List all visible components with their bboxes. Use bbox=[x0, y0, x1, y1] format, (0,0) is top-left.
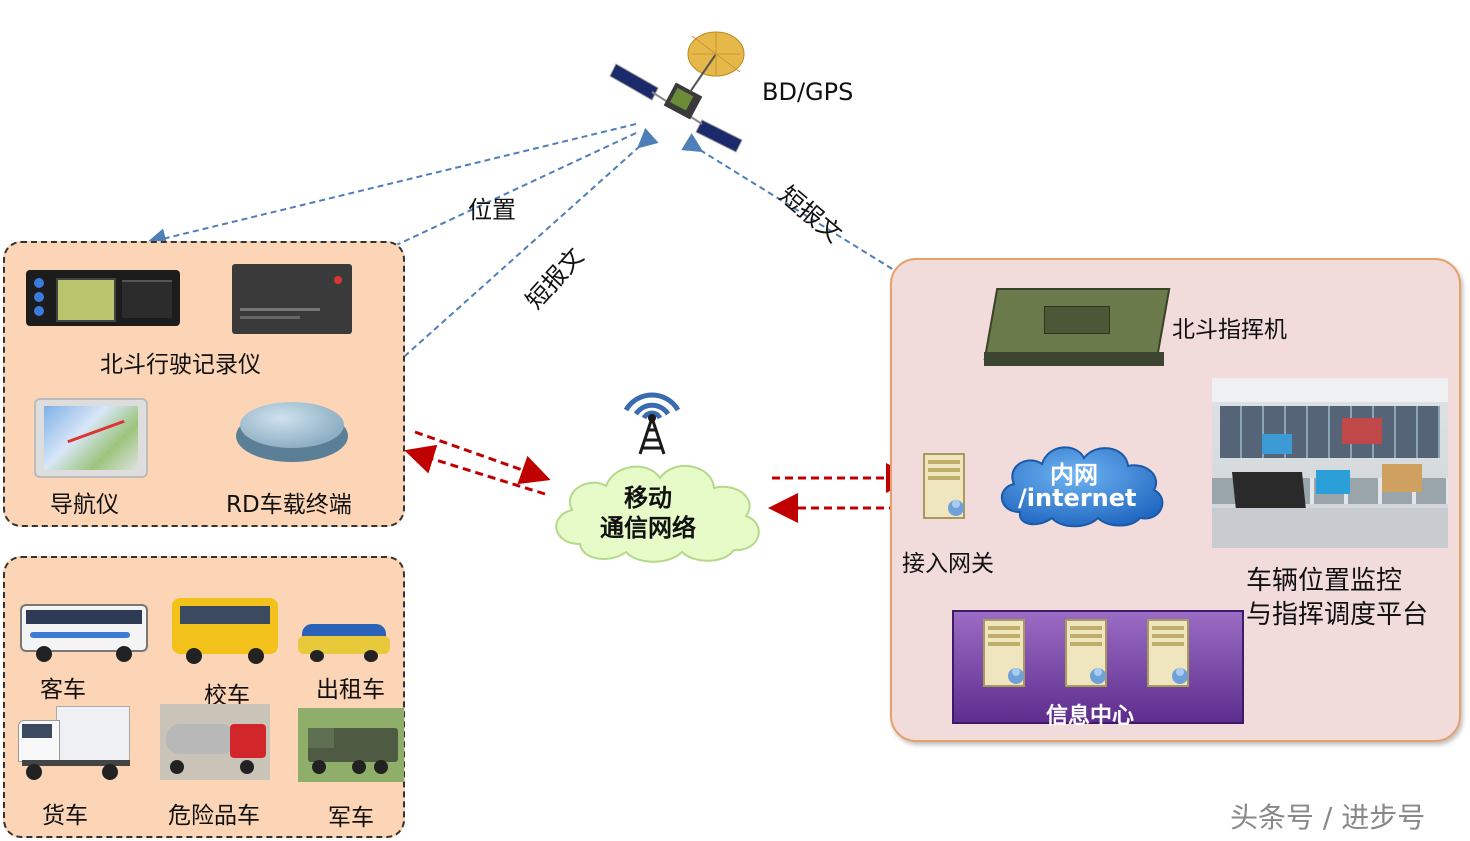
server-icon-1 bbox=[983, 619, 1025, 687]
intranet-label-2: /internet bbox=[1018, 484, 1137, 512]
military-truck-image bbox=[298, 708, 404, 782]
hazmat-truck-image bbox=[160, 704, 270, 780]
watermark: 头条号 / 进步号 bbox=[1230, 801, 1426, 834]
mobile-network-label-1: 移动 bbox=[624, 484, 672, 512]
taxi-label: 出租车 bbox=[316, 677, 385, 703]
recorder-label: 北斗行驶记录仪 bbox=[100, 352, 261, 378]
school-bus-image bbox=[172, 594, 280, 666]
gateway-server-icon bbox=[923, 453, 965, 519]
mobile-network-label-2: 通信网络 bbox=[600, 514, 696, 542]
rd-terminal-label: RD车载终端 bbox=[226, 492, 352, 518]
command-machine-label: 北斗指挥机 bbox=[1172, 317, 1287, 343]
rd-terminal-device bbox=[236, 400, 348, 464]
bus-label: 客车 bbox=[40, 677, 86, 703]
command-machine-device bbox=[983, 284, 1171, 370]
server-icon-3 bbox=[1147, 619, 1189, 687]
platform-label-1: 车辆位置监控 bbox=[1246, 566, 1403, 596]
position-link-1 bbox=[146, 123, 637, 248]
platform-label-2: 与指挥调度平台 bbox=[1246, 600, 1429, 630]
recorder-device-2 bbox=[232, 264, 352, 334]
mobile-network-cloud bbox=[555, 464, 760, 563]
hazmat-label: 危险品车 bbox=[168, 803, 260, 829]
navigator-device bbox=[34, 398, 148, 478]
taxi-image bbox=[298, 608, 390, 662]
monitoring-room-image bbox=[1212, 378, 1448, 548]
satellite-label: BD/GPS bbox=[762, 78, 854, 106]
gateway-label: 接入网关 bbox=[902, 551, 994, 577]
short-msg-link-left bbox=[357, 127, 659, 399]
bus-image bbox=[20, 600, 150, 662]
military-label: 军车 bbox=[328, 805, 374, 831]
satellite-icon bbox=[609, 31, 745, 153]
navigator-label: 导航仪 bbox=[50, 492, 119, 518]
info-center-label: 信息中心 bbox=[1046, 704, 1135, 729]
server-icon-2 bbox=[1065, 619, 1107, 687]
truck-label: 货车 bbox=[42, 803, 88, 829]
recorder-device-1 bbox=[26, 270, 180, 326]
antenna-tower-icon bbox=[623, 392, 681, 455]
position-label: 位置 bbox=[468, 196, 516, 224]
intranet-cloud bbox=[1000, 446, 1164, 528]
truck-image bbox=[16, 706, 130, 780]
intranet-label-1: 内网 bbox=[1050, 461, 1098, 489]
